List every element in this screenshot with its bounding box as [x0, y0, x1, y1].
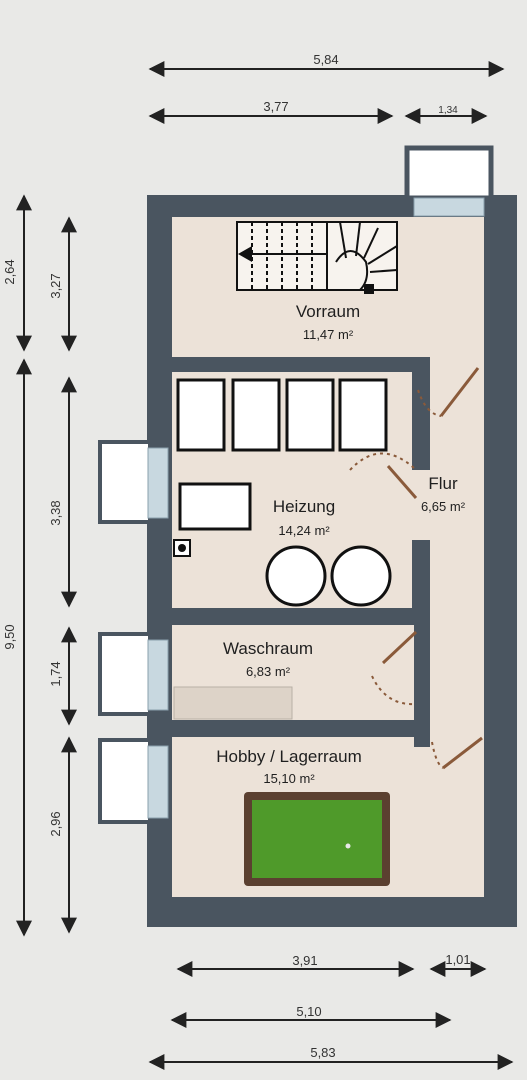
room-name-flur: Flur	[428, 474, 458, 493]
door-swings	[349, 389, 444, 769]
dim-left-hobby: 2,96	[48, 811, 63, 836]
room-name-heizung: Heizung	[273, 497, 335, 516]
stair-arrow-icon	[238, 246, 252, 262]
lightwell	[404, 145, 494, 201]
waschraum-counter	[173, 686, 293, 720]
dim-left-total: 9,50	[2, 624, 17, 649]
wall-heizung-flur-lower	[412, 540, 430, 625]
window-hobby	[147, 745, 169, 819]
window-heizung	[147, 447, 169, 519]
lightwell-window	[413, 197, 485, 217]
dim-top-total: 5,84	[313, 52, 338, 67]
staircase	[236, 221, 398, 294]
wall-waschraum-flur	[414, 625, 430, 665]
room-name-hobby: Hobby / Lagerraum	[216, 747, 362, 766]
wall-waschraum-flur-lower	[414, 700, 430, 720]
dim-bottom-total: 5,83	[310, 1045, 335, 1060]
window-waschraum	[147, 639, 169, 711]
wall-waschraum-hobby	[172, 720, 430, 737]
room-area-flur: 6,65 m²	[421, 499, 466, 514]
room-area-vorraum: 11,47 m²	[303, 327, 354, 342]
boiler-units	[265, 545, 392, 607]
dim-top-right: 1,34	[438, 105, 458, 116]
heizung-alcove	[392, 470, 432, 540]
drain-icon	[173, 539, 191, 557]
dim-bottom-right: 1,01	[445, 952, 470, 967]
room-name-waschraum: Waschraum	[223, 639, 313, 658]
dim-left-vorraum: 3,27	[48, 273, 63, 298]
dim-left-top: 2,64	[2, 259, 17, 284]
room-area-heizung: 14,24 m²	[278, 523, 330, 538]
dim-top-left: 3,77	[263, 99, 288, 114]
dim-bottom-left: 3,91	[292, 953, 317, 968]
lightwell-heizung	[98, 440, 152, 524]
room-name-vorraum: Vorraum	[296, 302, 360, 321]
room-area-waschraum: 6,83 m²	[246, 664, 291, 679]
wall-hobby-flur	[414, 737, 430, 747]
room-area-hobby: 15,10 m²	[263, 771, 315, 786]
dim-left-heizung: 3,38	[48, 500, 63, 525]
billiard-table	[244, 792, 390, 886]
wall-heizung-flur	[412, 357, 430, 457]
dim-left-waschraum: 1,74	[48, 661, 63, 686]
lightwell-waschraum	[98, 632, 152, 716]
heating-tanks	[176, 378, 388, 531]
doors	[381, 367, 483, 770]
lightwell-hobby	[98, 738, 152, 824]
wall-heizung-waschraum	[172, 608, 430, 625]
wall-vorraum-heizung	[172, 357, 415, 372]
dim-bottom-mid: 5,10	[296, 1004, 321, 1019]
